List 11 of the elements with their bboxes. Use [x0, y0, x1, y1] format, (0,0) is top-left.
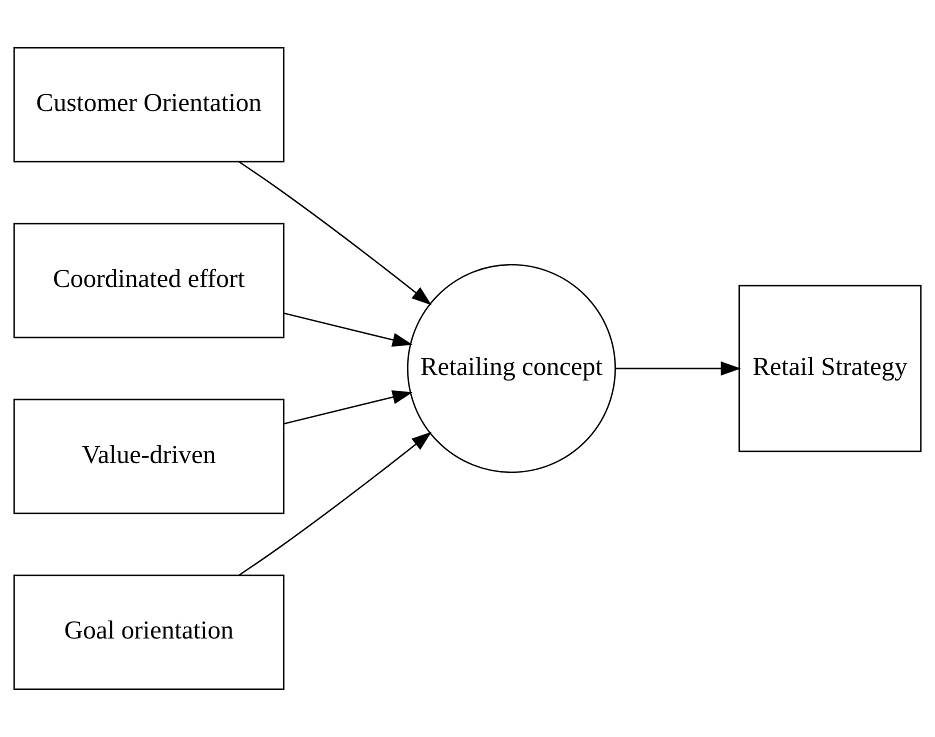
arrow: [238, 161, 432, 306]
node-box: Customer Orientation: [13, 47, 284, 162]
arrow: [615, 361, 742, 376]
node-box: Coordinated effort: [13, 222, 284, 338]
arrow: [238, 432, 432, 576]
node-circle: Retailing concept: [406, 264, 616, 474]
arrow: [284, 390, 413, 424]
arrow: [284, 312, 413, 347]
node-box: Goal orientation: [13, 574, 284, 690]
node-box: Value-driven: [13, 398, 284, 514]
node-box: Retail Strategy: [738, 284, 922, 452]
